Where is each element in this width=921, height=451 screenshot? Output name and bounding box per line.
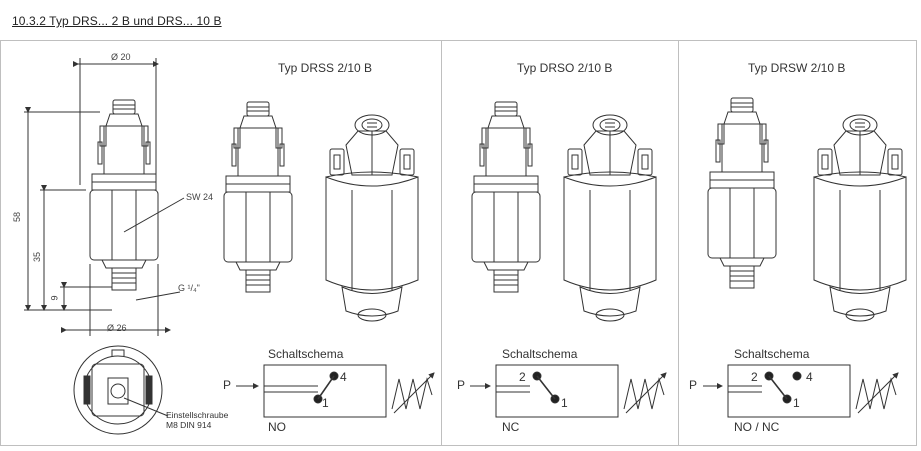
- contact-type-drss: NO: [268, 420, 286, 434]
- port-4-drss: 4: [340, 370, 347, 384]
- port-1-drss: 1: [322, 396, 329, 410]
- schema-title-drss: Schaltschema: [268, 347, 344, 361]
- schematic-nc: [470, 365, 666, 417]
- screw-note: Einstellschraube M8 DIN 914: [166, 410, 228, 430]
- port-2-drsw: 2: [751, 370, 758, 384]
- contact-type-drsw: NO / NC: [734, 420, 780, 434]
- port-1-drso: 1: [561, 396, 568, 410]
- dim-thread: G ¹/₄": [178, 283, 200, 293]
- schematic-no: [236, 365, 434, 417]
- panel-title-drso: Typ DRSO 2/10 B: [517, 61, 613, 75]
- panel-title-drsw: Typ DRSW 2/10 B: [748, 61, 846, 75]
- port-1-drsw: 1: [793, 396, 800, 410]
- contact-type-drso: NC: [502, 420, 520, 434]
- dimensioned-side-view: [24, 58, 185, 336]
- port-p-drso: P: [457, 378, 466, 392]
- panel-title-drss: Typ DRSS 2/10 B: [278, 61, 373, 75]
- port-4-drsw: 4: [806, 370, 813, 384]
- port-p-drss: P: [223, 378, 232, 392]
- bottom-view: [73, 345, 169, 435]
- drawing-frame: [0, 40, 917, 446]
- screw-note-line1: Einstellschraube: [166, 410, 229, 420]
- port-2-drso: 2: [519, 370, 526, 384]
- dim-wrench-size: SW 24: [186, 192, 214, 202]
- dim-top-diameter: Ø 20: [111, 52, 131, 62]
- panel-divider: [678, 40, 679, 446]
- panel-divider: [441, 40, 442, 446]
- port-p-drsw: P: [689, 378, 698, 392]
- schema-title-drso: Schaltschema: [502, 347, 578, 361]
- schema-title-drsw: Schaltschema: [734, 347, 810, 361]
- section-heading: 10.3.2 Typ DRS... 2 B und DRS... 10 B: [12, 14, 222, 28]
- schematic-no-nc: [703, 365, 898, 417]
- screw-note-line2: M8 DIN 914: [166, 420, 212, 430]
